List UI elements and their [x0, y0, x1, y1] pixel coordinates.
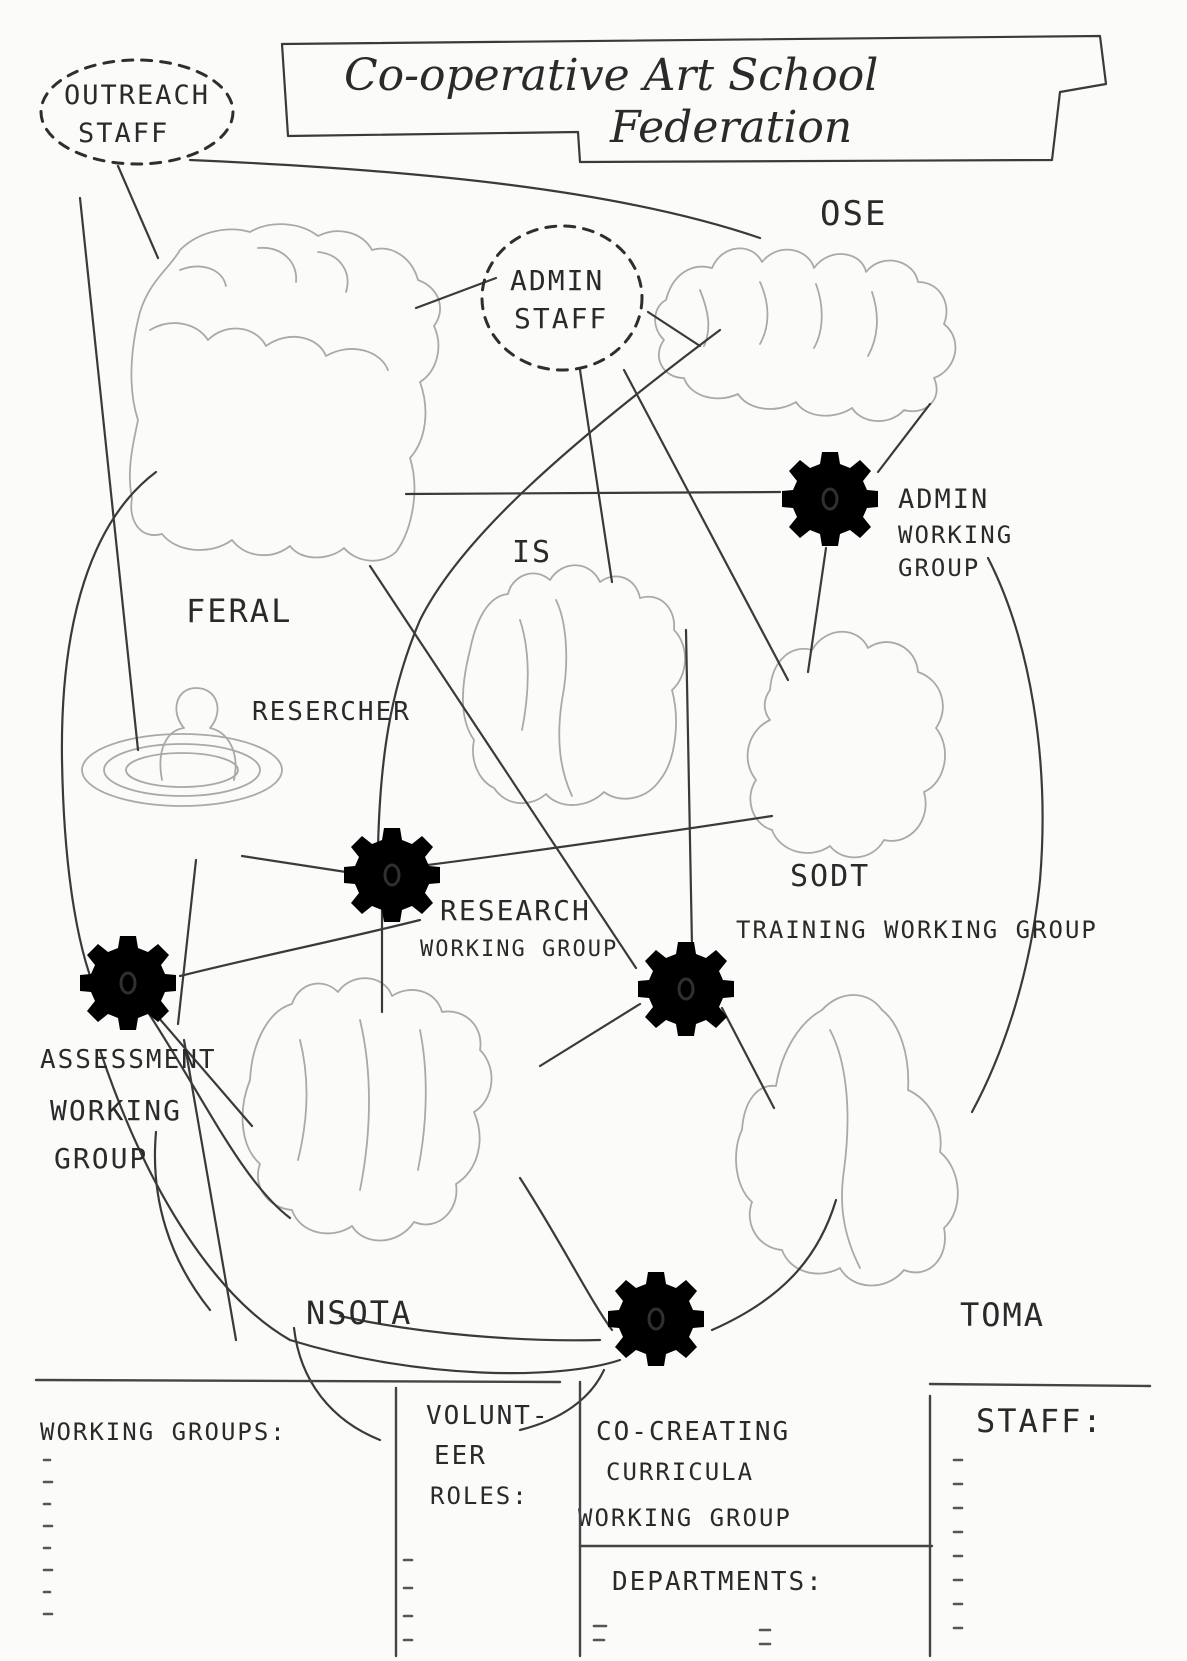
label-nsota: NSOTA [306, 1294, 412, 1332]
nsota-crowd-outline [241, 977, 493, 1242]
title-line-2: Federation [609, 102, 852, 153]
research-wg-line-1: RESEARCH [440, 894, 591, 927]
legend-volunteer-line-2: EER [434, 1441, 487, 1471]
label-researcher: RESERCHER [252, 697, 411, 727]
researcher-figure [81, 687, 283, 807]
legend-volunteer-line-3: ROLES: [430, 1482, 529, 1510]
feral-cloud-outline [128, 223, 441, 562]
ose-crowd-outline [654, 247, 957, 422]
admin-wg-gear-icon [780, 450, 880, 548]
outreach-staff-line-2: STAFF [78, 118, 169, 149]
label-feral: FERAL [186, 592, 292, 630]
assessment-wg-line-1: ASSESSMENT [40, 1045, 217, 1075]
label-sodt: SODT [790, 859, 870, 894]
toma-crowd-outline [735, 994, 959, 1287]
training-wg-label: TRAINING WORKING GROUP [736, 916, 1098, 944]
research-wg-gear-icon [342, 826, 442, 924]
legend-working-groups: WORKING GROUPS: [40, 1418, 287, 1446]
label-is: IS [512, 535, 552, 570]
admin-staff-line-1: ADMIN [510, 264, 604, 297]
outreach-staff-bubble [39, 58, 235, 166]
curricula-wg-line-3: WORKING GROUP [578, 1504, 792, 1532]
assessment-wg-line-2: WORKING [50, 1094, 182, 1127]
assessment-wg-line-3: GROUP [54, 1142, 148, 1175]
is-crowd-outline [462, 564, 686, 806]
connection-lines [60, 158, 1044, 1442]
curricula-wg-line-2: CURRICULA [606, 1458, 754, 1486]
admin-wg-line-3: GROUP [898, 554, 980, 582]
legend-table [34, 1378, 1152, 1658]
sodt-cloud-outline [746, 630, 946, 859]
legend-staff: STAFF: [976, 1402, 1104, 1440]
research-wg-line-2: WORKING GROUP [420, 937, 618, 962]
training-wg-gear-icon [636, 940, 736, 1038]
admin-wg-line-2: WORKING [898, 521, 1013, 549]
legend-volunteer-line-1: VOLUNT- [426, 1401, 550, 1431]
label-ose: OSE [820, 194, 887, 234]
tally-marks [42, 1458, 964, 1646]
admin-wg-line-1: ADMIN [898, 484, 989, 515]
admin-staff-bubble [480, 224, 644, 372]
assessment-wg-gear-icon [78, 934, 178, 1032]
curricula-wg-gear-icon [606, 1270, 706, 1368]
legend-departments: DEPARTMENTS: [612, 1567, 824, 1597]
title-line-1: Co-operative Art School [344, 50, 878, 101]
curricula-wg-line-1: CO-CREATING [596, 1417, 790, 1447]
title-box [280, 34, 1108, 164]
outreach-staff-line-1: OUTREACH [64, 80, 210, 111]
label-toma: TOMA [960, 1296, 1045, 1334]
admin-staff-line-2: STAFF [514, 302, 608, 335]
